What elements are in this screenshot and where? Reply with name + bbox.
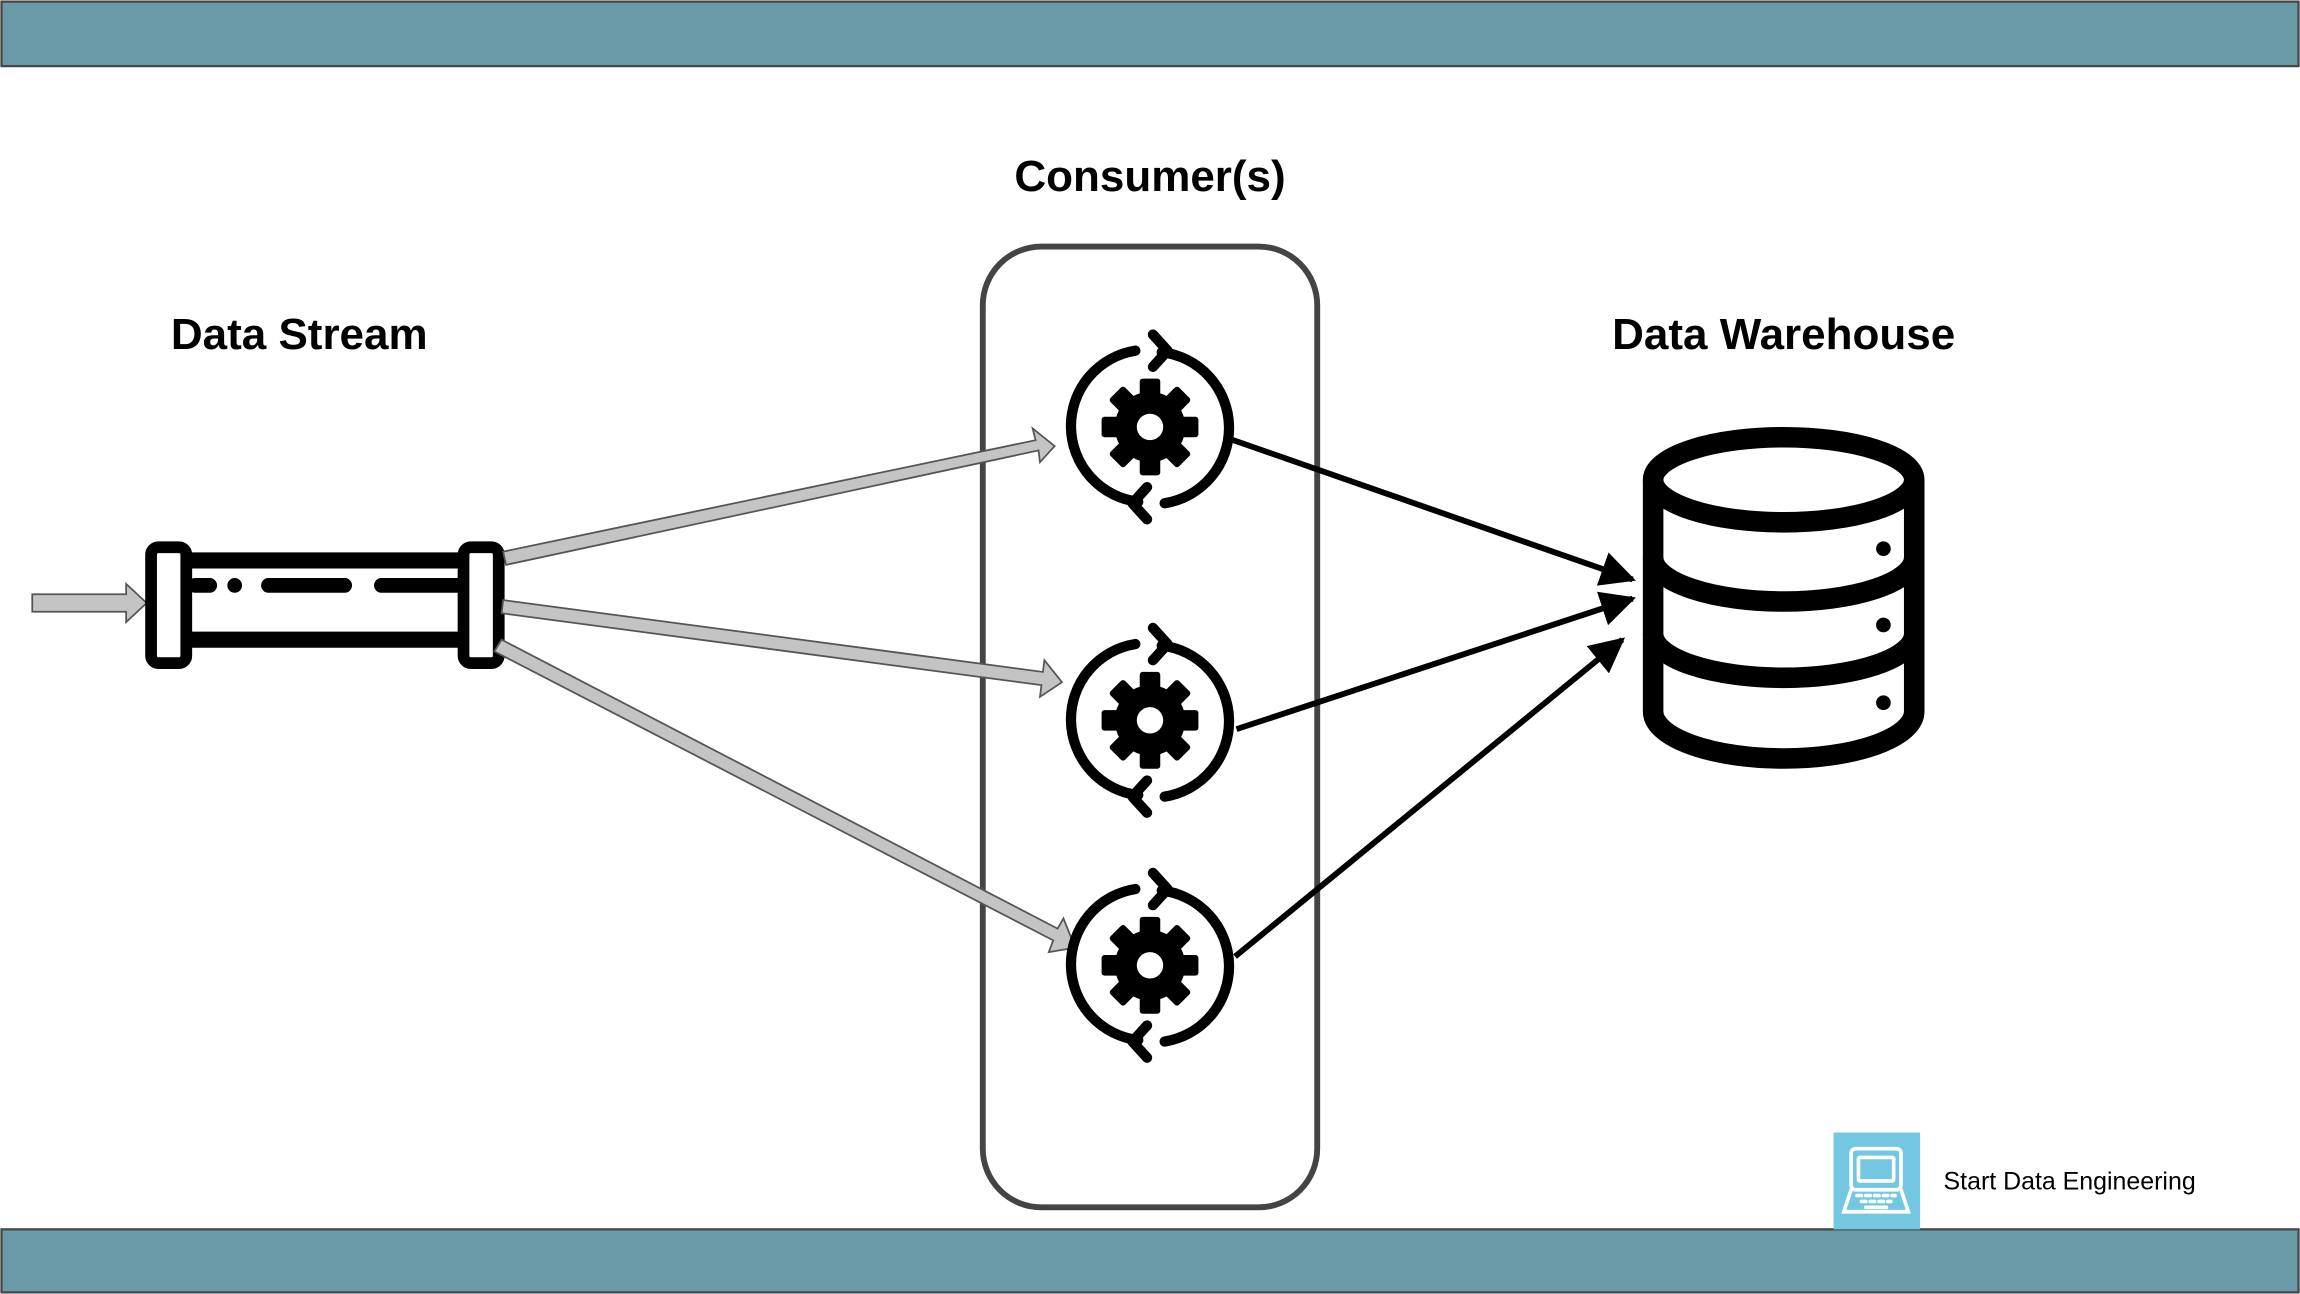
consumer-gear-icon-2 bbox=[1071, 628, 1229, 813]
load-arrow-3 bbox=[1233, 637, 1626, 959]
stream-arrow-3 bbox=[493, 638, 1077, 954]
data-stream-icon bbox=[145, 541, 505, 670]
data-stream-label: Data Stream bbox=[171, 310, 428, 359]
laptop-icon bbox=[1841, 1146, 1911, 1214]
consumer-gear-icon-3 bbox=[1071, 873, 1229, 1058]
consumers-label: Consumer(s) bbox=[1014, 152, 1285, 201]
brand-logo bbox=[1833, 1132, 1921, 1230]
data-warehouse-label: Data Warehouse bbox=[1612, 310, 1955, 359]
stream-arrow-1 bbox=[502, 426, 1056, 566]
top-banner bbox=[0, 0, 2300, 68]
brand-name: Start Data Engineering bbox=[1944, 1168, 2196, 1196]
consumer-gear-icon-1 bbox=[1071, 335, 1229, 520]
load-arrow-2 bbox=[1235, 591, 1636, 732]
stream-to-consumer-arrows bbox=[493, 426, 1077, 954]
data-warehouse-icon bbox=[1642, 426, 1925, 769]
bottom-banner bbox=[0, 1228, 2300, 1294]
input-arrow bbox=[31, 581, 148, 625]
consumer-to-warehouse-arrows bbox=[1228, 435, 1636, 959]
load-arrow-1 bbox=[1228, 435, 1636, 586]
stream-arrow-2 bbox=[500, 599, 1064, 699]
consumer-group-box bbox=[979, 243, 1321, 1211]
